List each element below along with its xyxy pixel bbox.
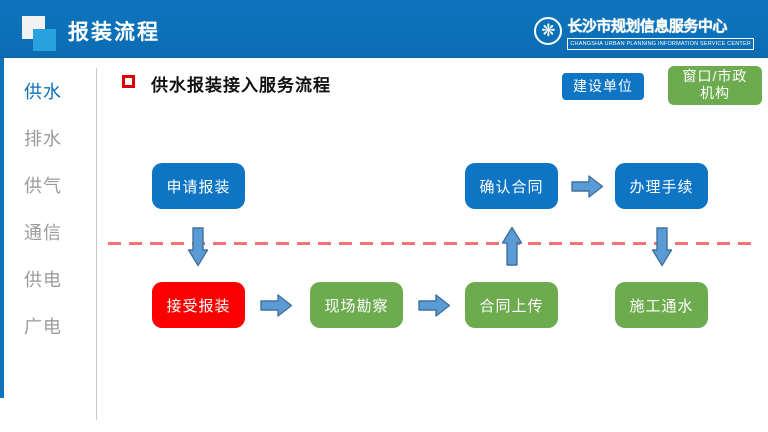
- flow-node-confirm-contract: 确认合同: [465, 163, 558, 209]
- org-name-en: CHANGSHA URBAN PLANNING INFORMATION SERV…: [567, 38, 754, 50]
- header-bar: 报装流程 ❋ 长沙市规划信息服务中心 CHANGSHA URBAN PLANNI…: [0, 0, 768, 58]
- org-emblem-icon: ❋: [534, 17, 563, 45]
- arrow-right-icon: [418, 294, 451, 317]
- arrow-up-icon: [501, 226, 523, 266]
- sidebar-item-gas[interactable]: 供气: [24, 176, 62, 196]
- arrow-right-icon: [571, 175, 604, 198]
- phase-divider-dashed-line: [108, 242, 756, 245]
- flow-node-accept-current: 接受报装: [152, 282, 245, 328]
- left-accent-stripe: [0, 58, 4, 398]
- sidebar-nav: 供水 排水 供气 通信 供电 广电: [24, 80, 68, 339]
- logo-blue-square: [33, 29, 56, 51]
- app-logo-icon: [22, 16, 60, 54]
- section-bullet-icon: [122, 75, 135, 88]
- sidebar-item-electricity[interactable]: 供电: [24, 270, 62, 290]
- legend-construction-unit: 建设单位: [562, 73, 644, 100]
- flow-node-apply: 申请报装: [152, 163, 245, 209]
- legend-window-municipal: 窗口/市政 机构: [668, 66, 762, 105]
- flow-node-site-survey: 现场勘察: [310, 282, 403, 328]
- sidebar-item-water-supply[interactable]: 供水: [24, 82, 62, 102]
- flow-node-construction-water: 施工通水: [615, 282, 708, 328]
- org-name-block: 长沙市规划信息服务中心 CHANGSHA URBAN PLANNING INFO…: [567, 15, 754, 50]
- org-brand: ❋ 长沙市规划信息服务中心 CHANGSHA URBAN PLANNING IN…: [534, 15, 754, 50]
- arrow-right-icon: [260, 294, 293, 317]
- sidebar-item-broadcast[interactable]: 广电: [24, 317, 62, 337]
- flow-node-handle-procedures: 办理手续: [615, 163, 708, 209]
- sidebar-item-drainage[interactable]: 排水: [24, 129, 62, 149]
- section-title: 供水报装接入服务流程: [151, 76, 331, 95]
- legend-window-municipal-line2: 机构: [700, 85, 730, 101]
- sidebar-item-communication[interactable]: 通信: [24, 223, 62, 243]
- sidebar-divider: [96, 68, 97, 420]
- flow-node-contract-upload: 合同上传: [465, 282, 558, 328]
- arrow-down-icon: [187, 227, 209, 267]
- page-title: 报装流程: [68, 21, 160, 44]
- arrow-down-icon: [651, 227, 673, 267]
- org-name: 长沙市规划信息服务中心: [567, 18, 727, 35]
- legend-window-municipal-line1: 窗口/市政: [682, 68, 748, 84]
